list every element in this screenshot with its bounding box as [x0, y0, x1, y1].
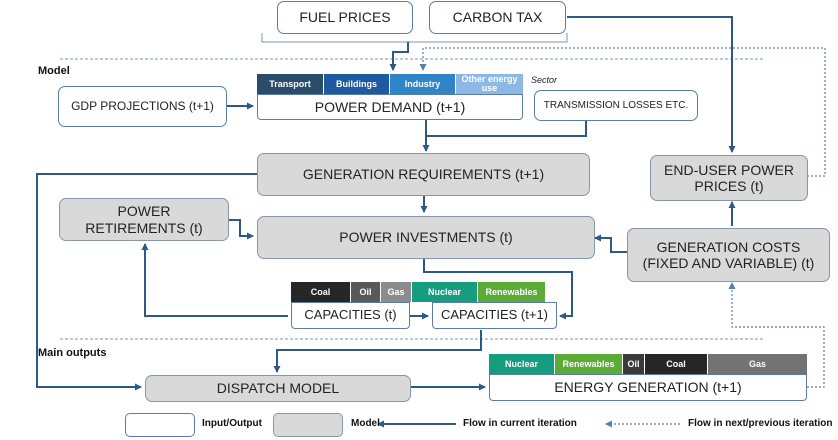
- transmission-losses-box: TRANSMISSION LOSSES ETC.: [534, 90, 698, 121]
- segment-nuclear: Nuclear: [489, 354, 555, 374]
- legend-flow-current-label: Flow in current iteration: [463, 418, 577, 429]
- segment-industry: Industry: [390, 74, 456, 94]
- carbon-tax-box: CARBON TAX: [429, 1, 566, 34]
- arrow-costs-to-investments: [594, 234, 627, 253]
- section-label-model: Model: [38, 65, 70, 77]
- segment-gas: Gas: [708, 354, 807, 374]
- legend-model-label: Model: [351, 418, 380, 429]
- segment-coal: Coal: [645, 354, 708, 374]
- gdp-projections-label: GDP PROJECTIONS (t+1): [71, 98, 214, 113]
- power-investments-box: POWER INVESTMENTS (t): [257, 216, 595, 259]
- arrow-prices-to-demand-dotted: [419, 47, 826, 177]
- fuel-prices-label: FUEL PRICES: [299, 9, 391, 26]
- capacities-next-label: CAPACITIES (t+1): [440, 307, 549, 323]
- arrow-generation-to-costs-dotted: [728, 282, 825, 388]
- generation-requirements-box: GENERATION REQUIREMENTS (t+1): [257, 153, 590, 196]
- segment-renewables: Renewables: [478, 282, 545, 302]
- input-bracket: [261, 33, 568, 43]
- power-retirements-label: POWER RETIREMENTS (t): [85, 203, 203, 236]
- segment-renewables: Renewables: [555, 354, 623, 374]
- arrow-carbontax-to-prices: [567, 16, 736, 153]
- segment-transport: Transport: [257, 74, 324, 94]
- power-demand-box: POWER DEMAND (t+1): [257, 94, 523, 120]
- power-demand-label: POWER DEMAND (t+1): [314, 98, 466, 115]
- dispatch-model-box: DISPATCH MODEL: [145, 375, 411, 402]
- legend-flow-next-label: Flow in next/previous iteration: [688, 418, 833, 429]
- fuel-prices-box: FUEL PRICES: [277, 1, 413, 34]
- generation-costs-label: GENERATION COSTS (FIXED AND VARIABLE) (t…: [642, 238, 815, 271]
- legend-model-swatch: [273, 413, 343, 437]
- power-retirements-box: POWER RETIREMENTS (t): [59, 198, 229, 241]
- capacities-current-box: CAPACITIES (t): [291, 302, 410, 329]
- arrow-nextcap-to-dispatch: [273, 330, 482, 373]
- segment-oil: Oil: [351, 282, 381, 302]
- generation-requirements-label: GENERATION REQUIREMENTS (t+1): [302, 166, 545, 183]
- end-user-prices-box: END-USER POWER PRICES (t): [650, 155, 808, 201]
- end-user-prices-label: END-USER POWER PRICES (t): [664, 161, 794, 194]
- energy-generation-box: ENERGY GENERATION (t+1): [489, 374, 807, 401]
- segment-buildings: Buildings: [324, 74, 390, 94]
- section-label-main-outputs: Main outputs: [38, 347, 107, 359]
- segment-coal: Coal: [291, 282, 351, 302]
- generation-costs-box: GENERATION COSTS (FIXED AND VARIABLE) (t…: [627, 228, 830, 282]
- power-investments-label: POWER INVESTMENTS (t): [339, 229, 513, 246]
- energy-generation-label: ENERGY GENERATION (t+1): [554, 379, 742, 396]
- arrow-losses-to-genreq: [426, 120, 587, 137]
- capacities-next-box: CAPACITIES (t+1): [432, 302, 557, 329]
- dispatch-model-label: DISPATCH MODEL: [216, 380, 340, 397]
- segment-oil: Oil: [623, 354, 645, 374]
- transmission-losses-label: TRANSMISSION LOSSES ETC.: [543, 99, 689, 111]
- segment-other-energy-use: Other energy use: [456, 74, 523, 94]
- segment-gas: Gas: [381, 282, 412, 302]
- arrow-genreq-to-dispatch: [36, 173, 258, 391]
- arrow-inputs-to-demand: [389, 42, 409, 71]
- arrow-investments-to-capacities: [423, 259, 573, 320]
- segment-nuclear: Nuclear: [412, 282, 478, 302]
- arrow-capacities-to-retirements: [141, 243, 288, 317]
- gdp-projections-box: GDP PROJECTIONS (t+1): [58, 86, 227, 127]
- capacities-current-label: CAPACITIES (t): [304, 307, 397, 323]
- arrow-retirements-to-investments: [228, 219, 254, 240]
- legend-input-output-swatch: [125, 413, 195, 437]
- legend-input-output-label: Input/Output: [202, 418, 262, 429]
- carbon-tax-label: CARBON TAX: [452, 9, 543, 26]
- sector-label: Sector: [531, 75, 558, 85]
